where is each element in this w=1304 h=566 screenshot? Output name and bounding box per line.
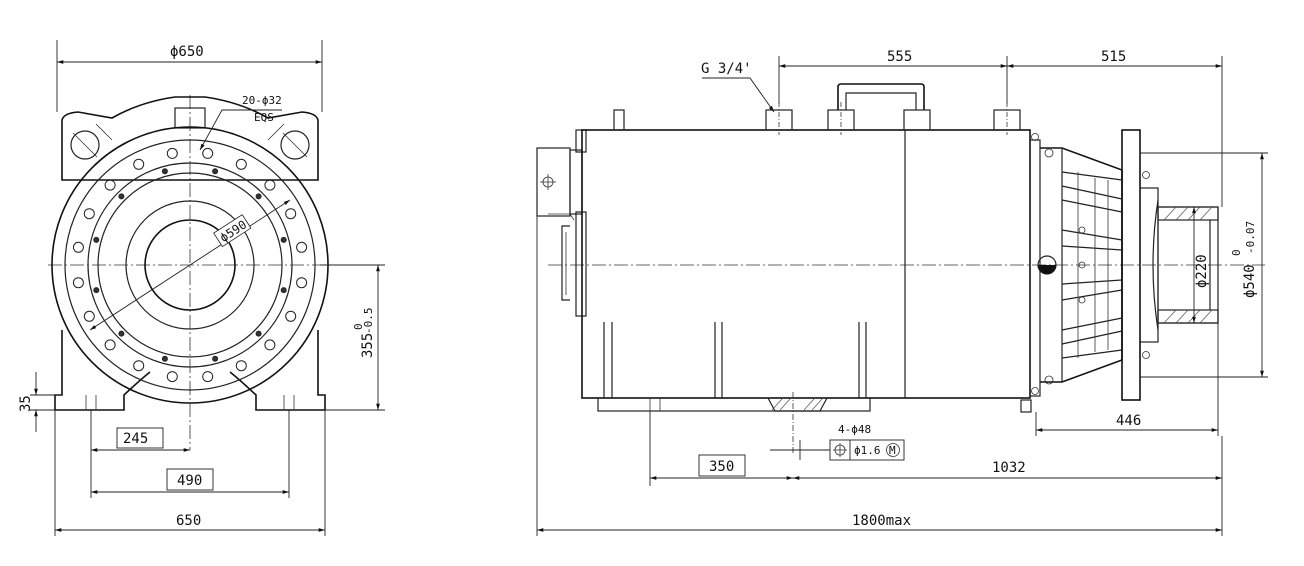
tapped-hole [280, 236, 287, 243]
outer-bolt-holes [72, 147, 308, 383]
bolt-hole [264, 339, 276, 351]
lifting-lug-left [70, 130, 100, 160]
bolt-hole [133, 360, 145, 372]
bolt-hole [296, 241, 308, 253]
bolt-circle-inner [87, 162, 293, 368]
adaptor-ribs [1061, 171, 1123, 359]
tolerance-frame [829, 439, 905, 461]
pcd-label-box [213, 214, 252, 248]
bolt-hole [235, 360, 247, 372]
tapped-hole [161, 355, 168, 362]
bolt-hole [83, 310, 95, 322]
bolt-hole [264, 179, 276, 191]
bolt-hole [133, 158, 145, 170]
overall-width-label: 650 [176, 513, 201, 529]
front-view: ϕ590 20-ϕ32 EQS ϕ650 355 0 -0.5 35 245 [18, 40, 385, 536]
bolt-hole [202, 371, 214, 383]
side-view: G 3/4' 555 515 ϕ220 ϕ540 0 -0.07 446 4-ϕ… [536, 49, 1268, 536]
pcd-dimension-line [89, 199, 291, 331]
center-height-tol-lower: -0.5 [362, 308, 375, 335]
foot-thickness-label: 35 [18, 395, 34, 412]
base-hatching [771, 398, 823, 411]
bolt-hole [83, 208, 95, 220]
top-boss [174, 107, 206, 129]
bolt-grade-callout: EQS [254, 111, 274, 124]
tolerance-value: ϕ1.6 [854, 444, 881, 457]
bolt-hole-leader [199, 109, 282, 151]
oil-level-fill [1038, 265, 1056, 274]
bolt-hole [166, 147, 178, 159]
mmc-modifier-icon [886, 443, 900, 457]
top-width-label: ϕ650 [170, 44, 204, 60]
overall-length-label: 1800max [852, 513, 911, 529]
tapped-hole [93, 236, 100, 243]
shaft-section-top [1157, 206, 1219, 221]
tapped-hole [280, 287, 287, 294]
bolt-hole [285, 208, 297, 220]
span-350-box [698, 454, 746, 477]
thread-label: G 3/4' [701, 61, 752, 77]
bolt-hole [285, 310, 297, 322]
bolt-hole [166, 371, 178, 383]
motor-body [581, 129, 1031, 399]
tapped-hole [212, 168, 219, 175]
bolt-circle-outer [64, 139, 316, 391]
span-1032-label: 1032 [992, 460, 1026, 476]
flange-tol-lower: -0.07 [1244, 221, 1257, 254]
lifting-lug-right [280, 130, 310, 160]
thread-leader [702, 77, 775, 113]
bolt-hole [72, 277, 84, 289]
bolt-hole [72, 241, 84, 253]
span-350-label: 350 [709, 459, 734, 475]
bolt-hole-callout: 20-ϕ32 [242, 94, 282, 107]
tapped-hole [118, 193, 125, 200]
tapped-hole [161, 168, 168, 175]
foot-spacing-label: 490 [177, 473, 202, 489]
mount-holes-label: 4-ϕ48 [838, 423, 871, 436]
end-cover [561, 225, 570, 301]
bolt-hole [296, 277, 308, 289]
span-555-label: 555 [887, 49, 912, 65]
inner-bolt-holes [93, 168, 287, 362]
tapped-hole [212, 355, 219, 362]
half-spacing-box [116, 427, 164, 449]
tolerance-modifier: M [889, 444, 896, 457]
base-hatched-block [767, 397, 828, 412]
tapped-hole [118, 330, 125, 337]
bolt-hole [202, 147, 214, 159]
shaft-section-bottom [1157, 309, 1219, 324]
center-height-tol-upper: 0 [352, 323, 365, 330]
upper-housing [61, 96, 319, 181]
bolt-hole [104, 339, 116, 351]
lifting-handle [837, 83, 925, 110]
flange-diameter-label: ϕ540 [1242, 264, 1258, 298]
center-height-label: 355 [360, 333, 376, 358]
bolt-hole [104, 179, 116, 191]
base-plate [597, 397, 871, 412]
tapped-hole [255, 330, 262, 337]
foot-spacing-box [166, 468, 214, 491]
tapped-hole [255, 193, 262, 200]
flange-tol-upper: 0 [1230, 249, 1243, 256]
tapped-hole [93, 287, 100, 294]
span-446-label: 446 [1116, 413, 1141, 429]
shaft-diameter-label: ϕ220 [1194, 254, 1210, 288]
half-spacing-label: 245 [123, 431, 148, 447]
bolt-hole [235, 158, 247, 170]
span-515-label: 515 [1101, 49, 1126, 65]
